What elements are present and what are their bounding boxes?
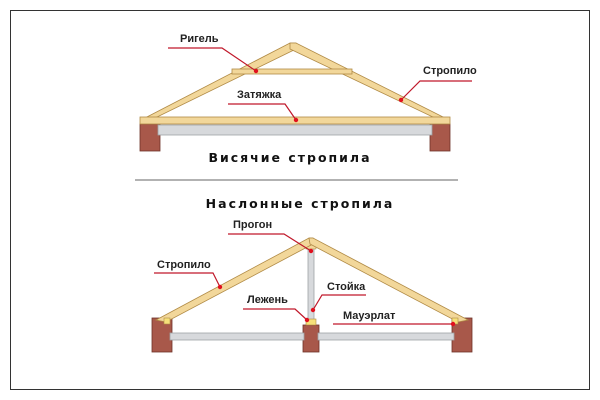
label-tie-beam: Затяжка xyxy=(228,89,299,123)
label-sill: Лежень xyxy=(243,294,310,323)
left-wall xyxy=(139,123,161,152)
svg-text:Ригель: Ригель xyxy=(180,33,219,45)
sill xyxy=(305,318,317,326)
svg-text:Стропило: Стропило xyxy=(423,65,477,77)
wallplate-left xyxy=(163,317,171,325)
middle-wall xyxy=(302,324,320,353)
label-collar: Ригель xyxy=(168,33,259,74)
frame-border xyxy=(10,10,590,390)
svg-text:Стропило: Стропило xyxy=(157,259,211,271)
label-purlin: Прогон xyxy=(228,219,314,254)
leaning-rafter-drawing xyxy=(151,237,473,353)
svg-text:Мауэрлат: Мауэрлат xyxy=(343,310,396,322)
top-diagram-title: Висячие стропила xyxy=(208,150,371,165)
ceiling-slab-right xyxy=(317,332,455,341)
ceiling-slab xyxy=(157,124,433,136)
left-rafter xyxy=(142,42,297,120)
svg-text:Лежень: Лежень xyxy=(247,294,288,306)
right-rafter xyxy=(308,237,470,323)
label-post: Стойка xyxy=(310,281,366,313)
label-rafter-bottom: Стропило xyxy=(154,259,223,290)
label-rafter-top: Стропило xyxy=(398,65,477,103)
svg-text:Стойка: Стойка xyxy=(327,281,366,293)
collar-beam xyxy=(231,68,353,75)
right-wall xyxy=(429,123,451,152)
bottom-diagram-title: Наслонные стропила xyxy=(206,196,395,211)
ceiling-slab-left xyxy=(169,332,305,341)
svg-text:Затяжка: Затяжка xyxy=(237,89,282,101)
label-wallplate: Мауэрлат xyxy=(333,310,456,327)
svg-text:Прогон: Прогон xyxy=(233,219,272,231)
